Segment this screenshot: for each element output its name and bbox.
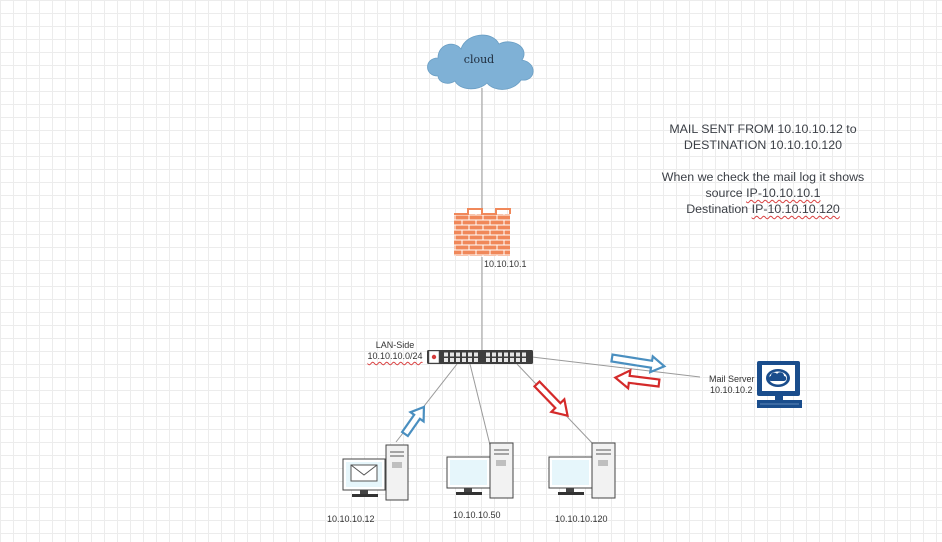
note-line-destination: Destination IP-10.10.10.120 bbox=[686, 202, 840, 216]
switch-subnet-label: 10.10.10.0/24 bbox=[367, 351, 423, 361]
cloud-icon bbox=[427, 34, 534, 90]
link-switch-pc-middle bbox=[469, 363, 491, 446]
inbound-arrow-icon bbox=[532, 380, 569, 418]
pc-middle-ip-label: 10.10.10.50 bbox=[453, 510, 501, 520]
note-line: DESTINATION 10.10.10.120 bbox=[683, 138, 843, 152]
pc-middle-icon bbox=[446, 442, 514, 499]
pc-destination-icon bbox=[548, 442, 616, 499]
mail-server-name-label: Mail Server bbox=[709, 374, 755, 384]
note-line: When we check the mail log it shows bbox=[661, 170, 865, 184]
mail-server-icon bbox=[757, 361, 802, 408]
pc-destination-ip-label: 10.10.10.120 bbox=[555, 514, 608, 524]
cloud-label: cloud bbox=[463, 53, 495, 66]
note-line: MAIL SENT FROM 10.10.10.12 to bbox=[669, 122, 857, 136]
annotation-note: MAIL SENT FROM 10.10.10.12 to DESTINATIO… bbox=[630, 121, 896, 217]
pc-sender-icon bbox=[342, 444, 409, 501]
firewall-icon bbox=[454, 208, 511, 256]
network-switch-icon bbox=[427, 350, 533, 364]
link-switch-mailserver bbox=[531, 356, 701, 378]
mail-server-ip-label: 10.10.10.2 bbox=[710, 385, 753, 395]
inbound-arrow-icon bbox=[613, 368, 661, 391]
envelope-icon bbox=[350, 464, 378, 482]
outbound-arrow-icon bbox=[610, 353, 667, 374]
outbound-arrow-icon bbox=[400, 405, 426, 438]
firewall-ip-label: 10.10.10.1 bbox=[484, 259, 527, 269]
switch-name-label: LAN-Side bbox=[375, 340, 415, 350]
pc-sender-ip-label: 10.10.10.12 bbox=[327, 514, 375, 524]
note-line-source: source IP-10.10.10.1 bbox=[705, 186, 821, 200]
